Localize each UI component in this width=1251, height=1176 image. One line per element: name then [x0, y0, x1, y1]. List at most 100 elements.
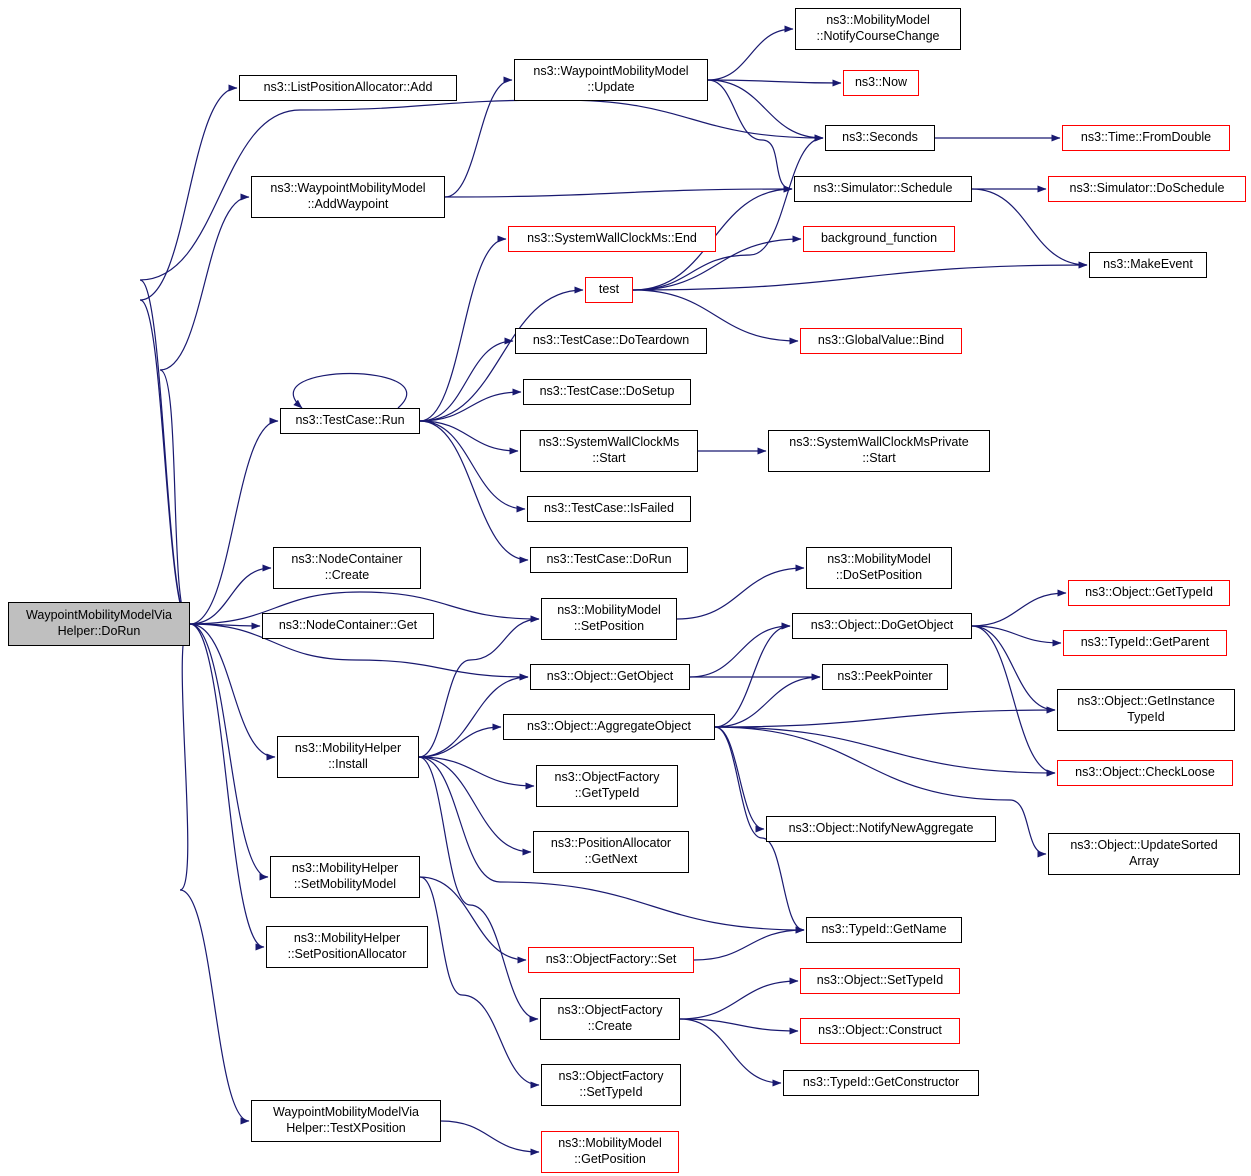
graph-edge-aggregate-object-to-peek-pointer	[714, 673, 821, 728]
graph-node-label: ns3::WaypointMobilityModel ::Update	[533, 64, 689, 94]
graph-node-type-id-get-parent[interactable]: ns3::TypeId::GetParent	[1063, 630, 1227, 656]
graph-node-label: ns3::MakeEvent	[1103, 257, 1193, 272]
graph-node-wall-clock-end[interactable]: ns3::SystemWallClockMs::End	[508, 226, 716, 252]
graph-node-update-sorted-array[interactable]: ns3::Object::UpdateSorted Array	[1048, 833, 1240, 875]
graph-node-object-set-type-id[interactable]: ns3::Object::SetTypeId	[800, 968, 960, 994]
graph-node-node-container-create[interactable]: ns3::NodeContainer ::Create	[273, 547, 421, 589]
graph-node-seconds[interactable]: ns3::Seconds	[825, 125, 935, 151]
graph-node-test-case-run[interactable]: ns3::TestCase::Run	[280, 408, 420, 434]
graph-edge-mobility-helper-install-to-position-allocator-get-next	[418, 756, 532, 856]
graph-edge-waypoint-update-to-now	[707, 79, 842, 87]
graph-node-object-factory-get-type-id[interactable]: ns3::ObjectFactory ::GetTypeId	[536, 765, 678, 807]
graph-node-object-get-type-id[interactable]: ns3::Object::GetTypeId	[1068, 580, 1230, 606]
graph-edge-do-run-to-set-mobility-model	[189, 623, 269, 881]
graph-node-test-x-position[interactable]: WaypointMobilityModelVia Helper::TestXPo…	[251, 1100, 441, 1142]
graph-node-label: ns3::MobilityModel ::DoSetPosition	[827, 552, 931, 582]
graph-node-do-teardown[interactable]: ns3::TestCase::DoTeardown	[515, 328, 707, 354]
graph-node-do-setup[interactable]: ns3::TestCase::DoSetup	[523, 379, 691, 405]
graph-node-label: ns3::MobilityModel ::GetPosition	[558, 1136, 662, 1166]
graph-edge-do-run-to-node-container-create	[189, 564, 272, 625]
graph-edge-waypoint-update-to-notify-course-change	[707, 25, 794, 81]
graph-edge-mobility-helper-install-to-aggregate-object	[418, 723, 502, 758]
graph-node-object-construct[interactable]: ns3::Object::Construct	[800, 1018, 960, 1044]
graph-node-label: ns3::ObjectFactory ::GetTypeId	[554, 770, 660, 800]
graph-node-waypoint-update[interactable]: ns3::WaypointMobilityModel ::Update	[514, 59, 708, 101]
graph-node-do-set-position[interactable]: ns3::MobilityModel ::DoSetPosition	[806, 547, 952, 589]
graph-node-now[interactable]: ns3::Now	[843, 70, 919, 96]
graph-node-label: WaypointMobilityModelVia Helper::DoRun	[26, 608, 172, 638]
graph-edge-test-case-run-to-is-failed	[419, 420, 526, 513]
graph-edge-object-factory-set-to-type-id-get-name	[693, 926, 805, 961]
graph-edge-object-factory-create-to-type-id-get-constructor	[679, 1018, 782, 1087]
graph-node-type-id-get-constructor[interactable]: ns3::TypeId::GetConstructor	[783, 1070, 979, 1096]
graph-edge-object-factory-create-to-object-set-type-id	[679, 977, 799, 1020]
graph-edge-simulator-schedule-to-make-event	[971, 188, 1088, 269]
graph-node-label: test	[598, 282, 620, 297]
graph-node-object-factory-create[interactable]: ns3::ObjectFactory ::Create	[540, 998, 680, 1040]
graph-edge-add-waypoint-to-simulator-schedule	[444, 185, 793, 198]
graph-edge-test-to-background-function	[632, 235, 802, 291]
graph-edge-object-factory-create-to-object-construct	[679, 1018, 799, 1035]
graph-node-label: ns3::TypeId::GetName	[821, 922, 947, 937]
graph-node-notify-new-aggregate[interactable]: ns3::Object::NotifyNewAggregate	[766, 816, 996, 842]
graph-edge-do-run-to-seconds	[139, 99, 824, 625]
graph-node-wall-clock-private-start[interactable]: ns3::SystemWallClockMsPrivate ::Start	[768, 430, 990, 472]
graph-edge-do-run-to-test-case-run	[189, 417, 279, 625]
graph-edge-waypoint-update-to-seconds	[707, 79, 824, 142]
graph-edge-aggregate-object-to-type-id-get-name	[714, 726, 805, 934]
graph-node-object-factory-set[interactable]: ns3::ObjectFactory::Set	[528, 947, 694, 973]
graph-node-is-failed[interactable]: ns3::TestCase::IsFailed	[527, 496, 691, 522]
graph-edge-set-position-to-do-set-position	[676, 564, 805, 620]
graph-node-label: ns3::Simulator::DoSchedule	[1069, 181, 1225, 196]
graph-edge-test-x-position-to-get-position	[440, 1120, 540, 1156]
graph-node-test-case-do-run[interactable]: ns3::TestCase::DoRun	[530, 547, 688, 573]
graph-node-position-allocator-get-next[interactable]: ns3::PositionAllocator ::GetNext	[533, 831, 689, 873]
graph-edge-do-run-to-test-x-position	[179, 623, 250, 1125]
graph-node-set-position[interactable]: ns3::MobilityModel ::SetPosition	[541, 598, 677, 640]
graph-node-label: ns3::MobilityModel ::NotifyCourseChange	[816, 13, 940, 43]
graph-node-label: ns3::Object::SetTypeId	[816, 973, 944, 988]
graph-node-set-position-allocator[interactable]: ns3::MobilityHelper ::SetPositionAllocat…	[266, 926, 428, 968]
graph-node-peek-pointer[interactable]: ns3::PeekPointer	[822, 664, 948, 690]
graph-node-get-instance-type-id[interactable]: ns3::Object::GetInstance TypeId	[1057, 689, 1235, 731]
graph-edge-test-case-run-to-wall-clock-end	[419, 235, 507, 422]
graph-edge-do-get-object-to-check-loose	[971, 625, 1056, 777]
graph-node-label: ns3::TypeId::GetParent	[1080, 635, 1210, 650]
graph-node-label: ns3::TestCase::DoSetup	[539, 384, 675, 399]
graph-node-set-mobility-model[interactable]: ns3::MobilityHelper ::SetMobilityModel	[270, 856, 420, 898]
graph-edge-test-case-run-to-test	[419, 286, 584, 422]
graph-node-wall-clock-start[interactable]: ns3::SystemWallClockMs ::Start	[520, 430, 698, 472]
graph-edge-test-case-run-to-test-case-run	[292, 372, 408, 409]
graph-node-test[interactable]: test	[585, 277, 633, 303]
graph-node-notify-course-change[interactable]: ns3::MobilityModel ::NotifyCourseChange	[795, 8, 961, 50]
graph-node-object-factory-set-type-id[interactable]: ns3::ObjectFactory ::SetTypeId	[541, 1064, 681, 1106]
graph-edge-test-to-make-event	[632, 261, 1088, 291]
graph-edge-mobility-helper-install-to-object-factory-get-type-id	[418, 756, 535, 790]
graph-node-label: ns3::ObjectFactory::Set	[545, 952, 677, 967]
graph-edge-aggregate-object-to-check-loose	[714, 726, 1056, 777]
graph-node-simulator-do-schedule[interactable]: ns3::Simulator::DoSchedule	[1048, 176, 1246, 202]
graph-node-label: ns3::Time::FromDouble	[1080, 130, 1212, 145]
graph-node-do-get-object[interactable]: ns3::Object::DoGetObject	[792, 613, 972, 639]
graph-node-check-loose[interactable]: ns3::Object::CheckLoose	[1057, 760, 1233, 786]
graph-node-type-id-get-name[interactable]: ns3::TypeId::GetName	[806, 917, 962, 943]
graph-edge-add-waypoint-to-waypoint-update	[444, 76, 513, 198]
graph-edge-set-mobility-model-to-object-factory-set-type-id	[419, 876, 540, 1089]
graph-node-get-object[interactable]: ns3::Object::GetObject	[530, 664, 690, 690]
graph-node-add-waypoint[interactable]: ns3::WaypointMobilityModel ::AddWaypoint	[251, 176, 445, 218]
graph-node-get-position[interactable]: ns3::MobilityModel ::GetPosition	[541, 1131, 679, 1173]
graph-node-simulator-schedule[interactable]: ns3::Simulator::Schedule	[794, 176, 972, 202]
graph-edge-mobility-helper-install-to-object-factory-create	[418, 756, 539, 1023]
graph-node-label: ns3::TestCase::IsFailed	[544, 501, 674, 516]
graph-node-label: ns3::Object::AggregateObject	[527, 719, 691, 734]
graph-node-aggregate-object[interactable]: ns3::Object::AggregateObject	[503, 714, 715, 740]
graph-node-do-run[interactable]: WaypointMobilityModelVia Helper::DoRun	[8, 602, 190, 646]
graph-node-list-position-allocator-add[interactable]: ns3::ListPositionAllocator::Add	[239, 75, 457, 101]
graph-node-background-function[interactable]: background_function	[803, 226, 955, 252]
graph-node-time-from-double[interactable]: ns3::Time::FromDouble	[1062, 125, 1230, 151]
graph-node-global-value-bind[interactable]: ns3::GlobalValue::Bind	[800, 328, 962, 354]
graph-node-make-event[interactable]: ns3::MakeEvent	[1089, 252, 1207, 278]
graph-node-node-container-get[interactable]: ns3::NodeContainer::Get	[262, 613, 434, 639]
graph-node-label: ns3::TestCase::DoRun	[546, 552, 672, 567]
graph-node-mobility-helper-install[interactable]: ns3::MobilityHelper ::Install	[277, 736, 419, 778]
